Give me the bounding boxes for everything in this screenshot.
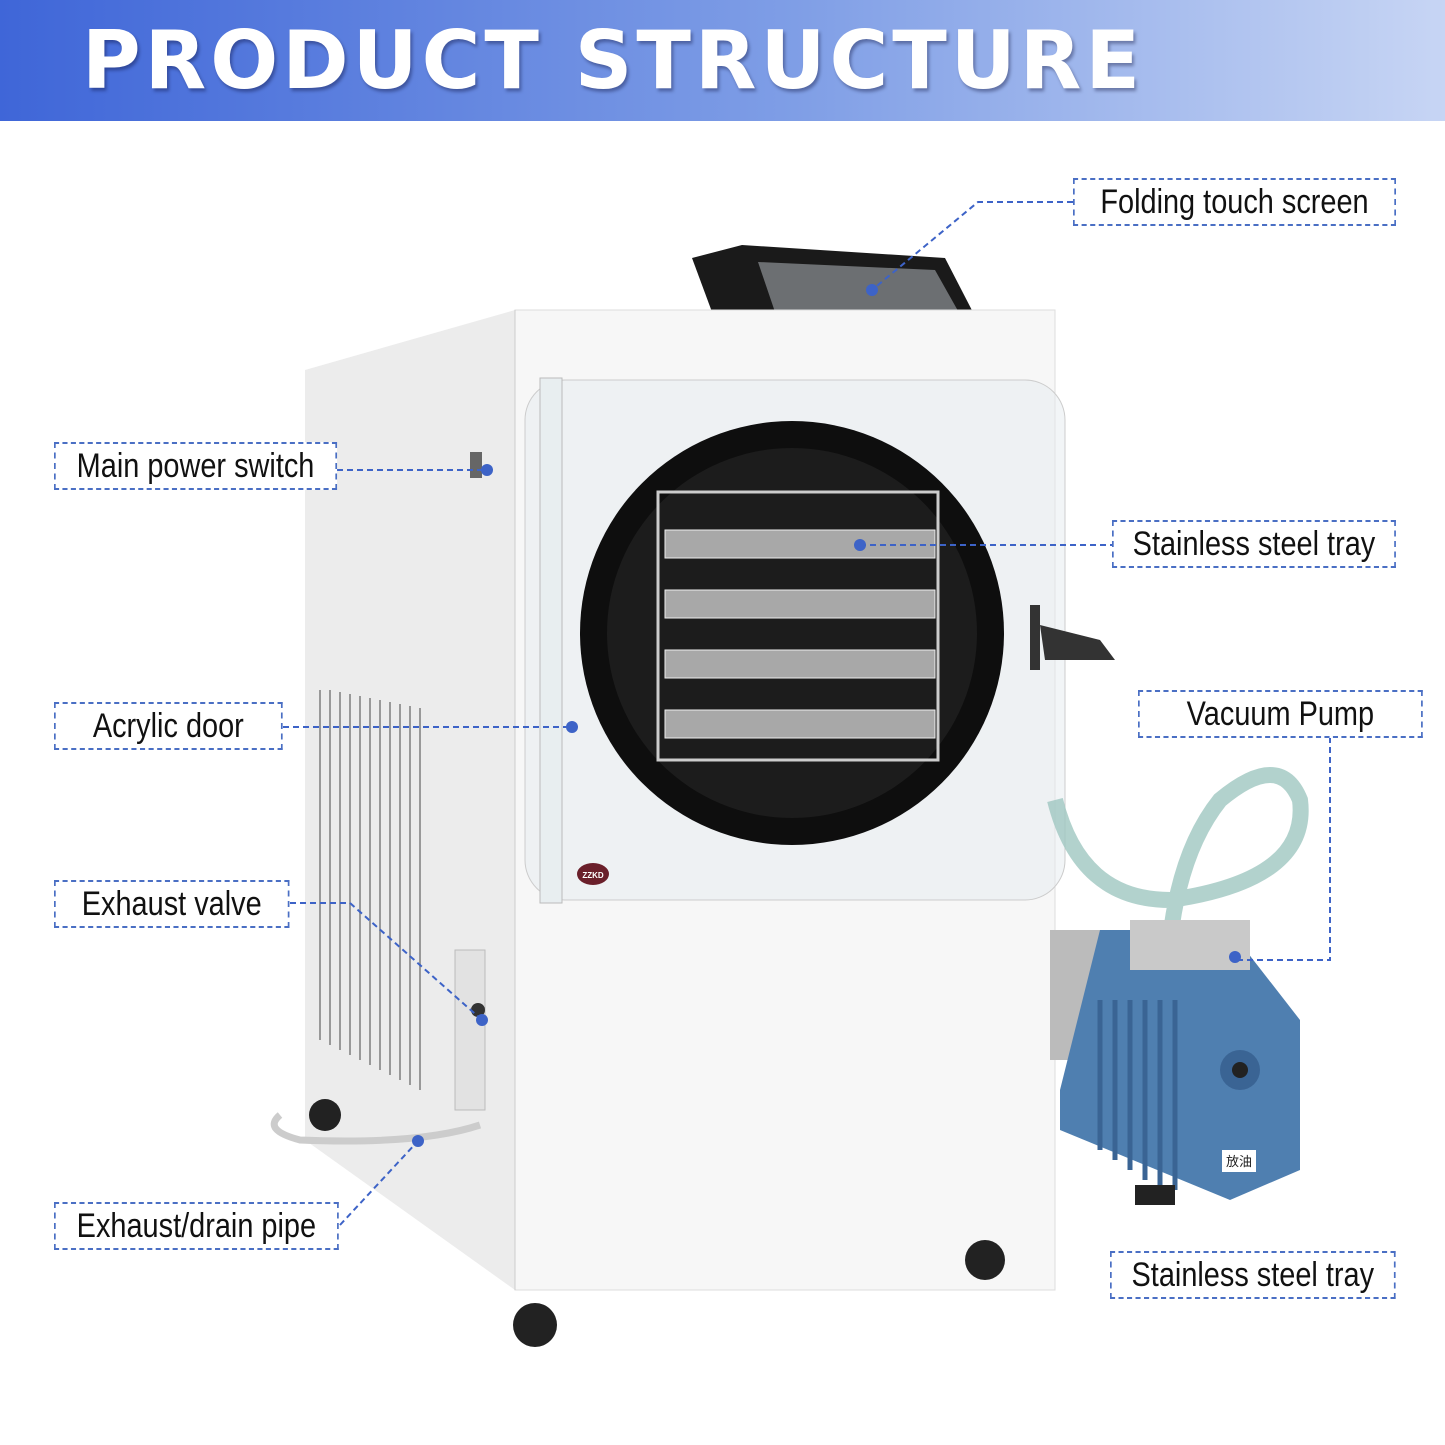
- power-switch: [470, 452, 482, 478]
- label-power-switch: Main power switch: [54, 442, 338, 490]
- label-stainless-tray: Stainless steel tray: [1112, 520, 1396, 568]
- logo-text: ZZKD: [582, 871, 604, 880]
- side-vents: [319, 690, 421, 1090]
- casters: [309, 1099, 1005, 1347]
- exhaust-valve: [471, 1003, 485, 1017]
- vacuum-pump: 放油: [1050, 920, 1300, 1205]
- pump-plate-text: 放油: [1226, 1155, 1252, 1170]
- page-title: PRODUCT STRUCTURE: [82, 14, 1144, 107]
- label-exhaust-valve: Exhaust valve: [54, 880, 290, 928]
- label-drain-pipe: Exhaust/drain pipe: [54, 1202, 339, 1250]
- callout-dots: [412, 284, 1241, 1147]
- label-stainless-tray-2: Stainless steel tray: [1110, 1251, 1396, 1299]
- label-vacuum-pump: Vacuum Pump: [1138, 690, 1423, 738]
- vacuum-hose: [1047, 767, 1309, 941]
- brand-logo: [577, 863, 609, 885]
- callout-lines: [283, 201, 1331, 1226]
- label-touch-screen: Folding touch screen: [1073, 178, 1396, 226]
- label-acrylic-door: Acrylic door: [54, 702, 283, 750]
- header-banner: PRODUCT STRUCTURE: [0, 0, 1445, 121]
